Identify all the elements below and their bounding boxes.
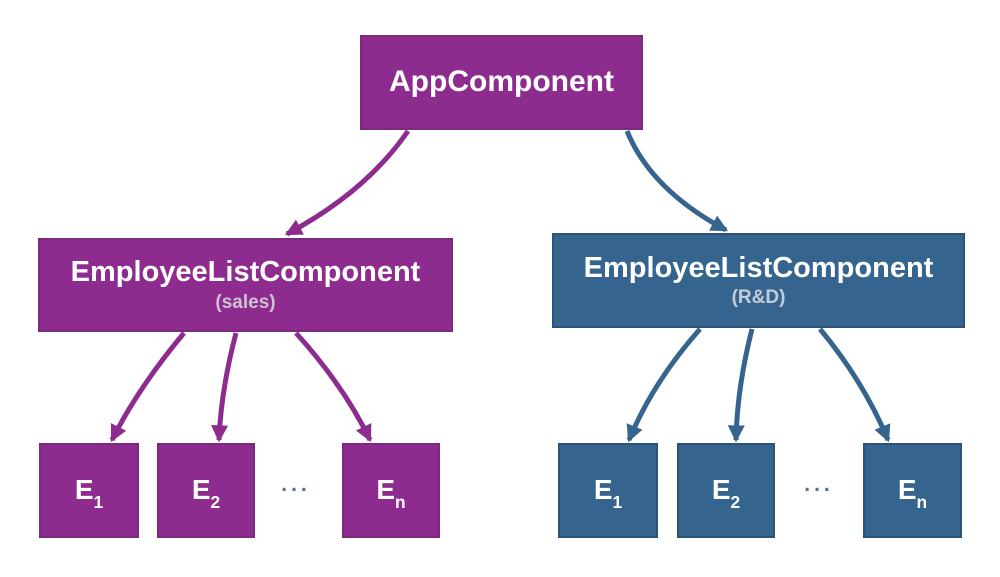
arrow-sales-to-e1 <box>109 331 186 443</box>
employee-subscript: 2 <box>210 492 221 513</box>
employee-label: E1 <box>74 474 104 513</box>
arrow-app-to-sales <box>284 129 411 237</box>
node-employee-list-rnd-title: EmployeeListComponent <box>583 251 934 284</box>
node-sales-employee-1: E1 <box>39 443 139 538</box>
arrow-sales-to-en <box>294 331 373 443</box>
arrow-rnd-to-e2 <box>727 328 755 443</box>
employee-label: E2 <box>711 474 741 513</box>
node-sales-employee-2: E2 <box>157 443 255 538</box>
node-sales-employee-n: En <box>342 443 440 538</box>
employee-label: E1 <box>593 474 623 513</box>
arrow-sales-to-e2 <box>211 332 239 443</box>
node-app-component: AppComponent <box>360 35 643 130</box>
employee-label: E2 <box>191 474 221 513</box>
employee-subscript: n <box>395 492 406 513</box>
node-employee-list-rnd: EmployeeListComponent (R&D) <box>552 233 965 328</box>
ellipsis-sales: ... <box>281 473 311 496</box>
employee-subscript: 1 <box>93 492 104 513</box>
arrow-rnd-to-en <box>818 327 891 443</box>
employee-label: En <box>897 474 928 513</box>
arrow-app-to-rnd <box>624 130 729 233</box>
employee-subscript: 2 <box>730 492 741 513</box>
node-employee-list-sales-title: EmployeeListComponent <box>70 256 421 289</box>
arrow-rnd-to-e1 <box>626 327 702 443</box>
node-rnd-employee-n: En <box>863 443 962 538</box>
node-employee-list-rnd-subtitle: (R&D) <box>731 287 786 309</box>
node-rnd-employee-1: E1 <box>558 443 658 538</box>
node-rnd-employee-2: E2 <box>677 443 775 538</box>
node-app-label: AppComponent <box>389 65 614 99</box>
node-employee-list-sales: EmployeeListComponent (sales) <box>38 238 453 332</box>
ellipsis-rnd: ... <box>804 473 834 496</box>
node-employee-list-sales-subtitle: (sales) <box>215 291 276 313</box>
employee-subscript: n <box>916 492 928 513</box>
employee-label: En <box>376 474 406 513</box>
employee-subscript: 1 <box>612 492 623 513</box>
